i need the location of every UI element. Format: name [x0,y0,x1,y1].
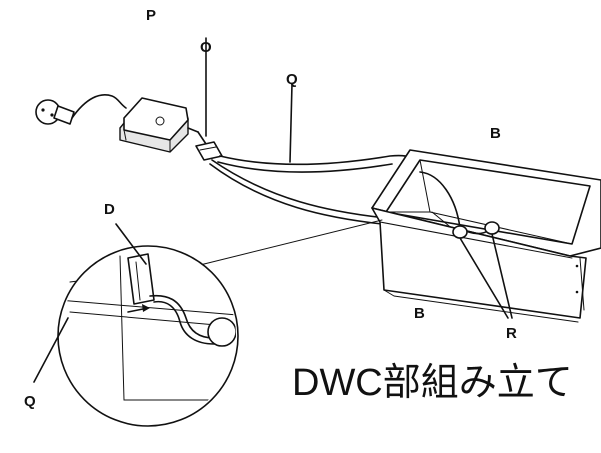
label-tube-top: Q [286,71,298,88]
label-detail-clip: D [104,201,115,218]
label-tank-outer: B [414,305,425,322]
air-stones [452,221,513,319]
air-pump [119,97,199,153]
label-valve: O [200,39,212,56]
check-valve [195,37,223,161]
diagram-title: DWC部組み立て [292,362,573,404]
label-tank-inner: B [490,125,501,142]
label-detail-tube: Q [24,393,36,410]
label-pump: P [146,7,156,24]
detail-circle [33,223,239,427]
power-plug [35,94,127,125]
label-stones: R [506,325,517,342]
reservoir-tank [371,149,601,323]
